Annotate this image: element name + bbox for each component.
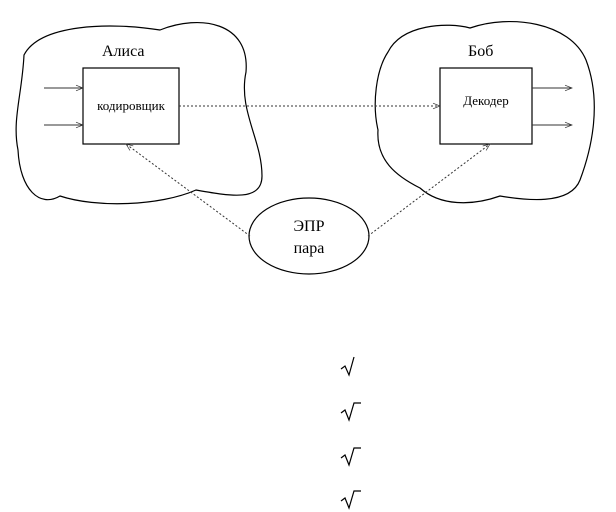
epr-to-decoder-arrow bbox=[367, 143, 491, 237]
epr-pair-ellipse bbox=[248, 197, 370, 275]
epr-label-line1: ЭПР bbox=[293, 218, 324, 235]
decoder-label: Декодер bbox=[463, 93, 508, 108]
radical-symbol-1 bbox=[340, 356, 355, 377]
bob-label: Боб bbox=[468, 43, 493, 60]
radical-symbol-2 bbox=[340, 402, 361, 422]
epr-label-line2: пара bbox=[294, 240, 325, 257]
encoder-box bbox=[82, 67, 180, 145]
epr-to-encoder-arrow bbox=[125, 143, 251, 237]
encoder-label: кодировщик bbox=[97, 98, 165, 113]
radical-symbol-3 bbox=[340, 447, 361, 467]
alice-label: Алиса bbox=[102, 43, 145, 60]
radical-symbol-4 bbox=[340, 490, 361, 510]
